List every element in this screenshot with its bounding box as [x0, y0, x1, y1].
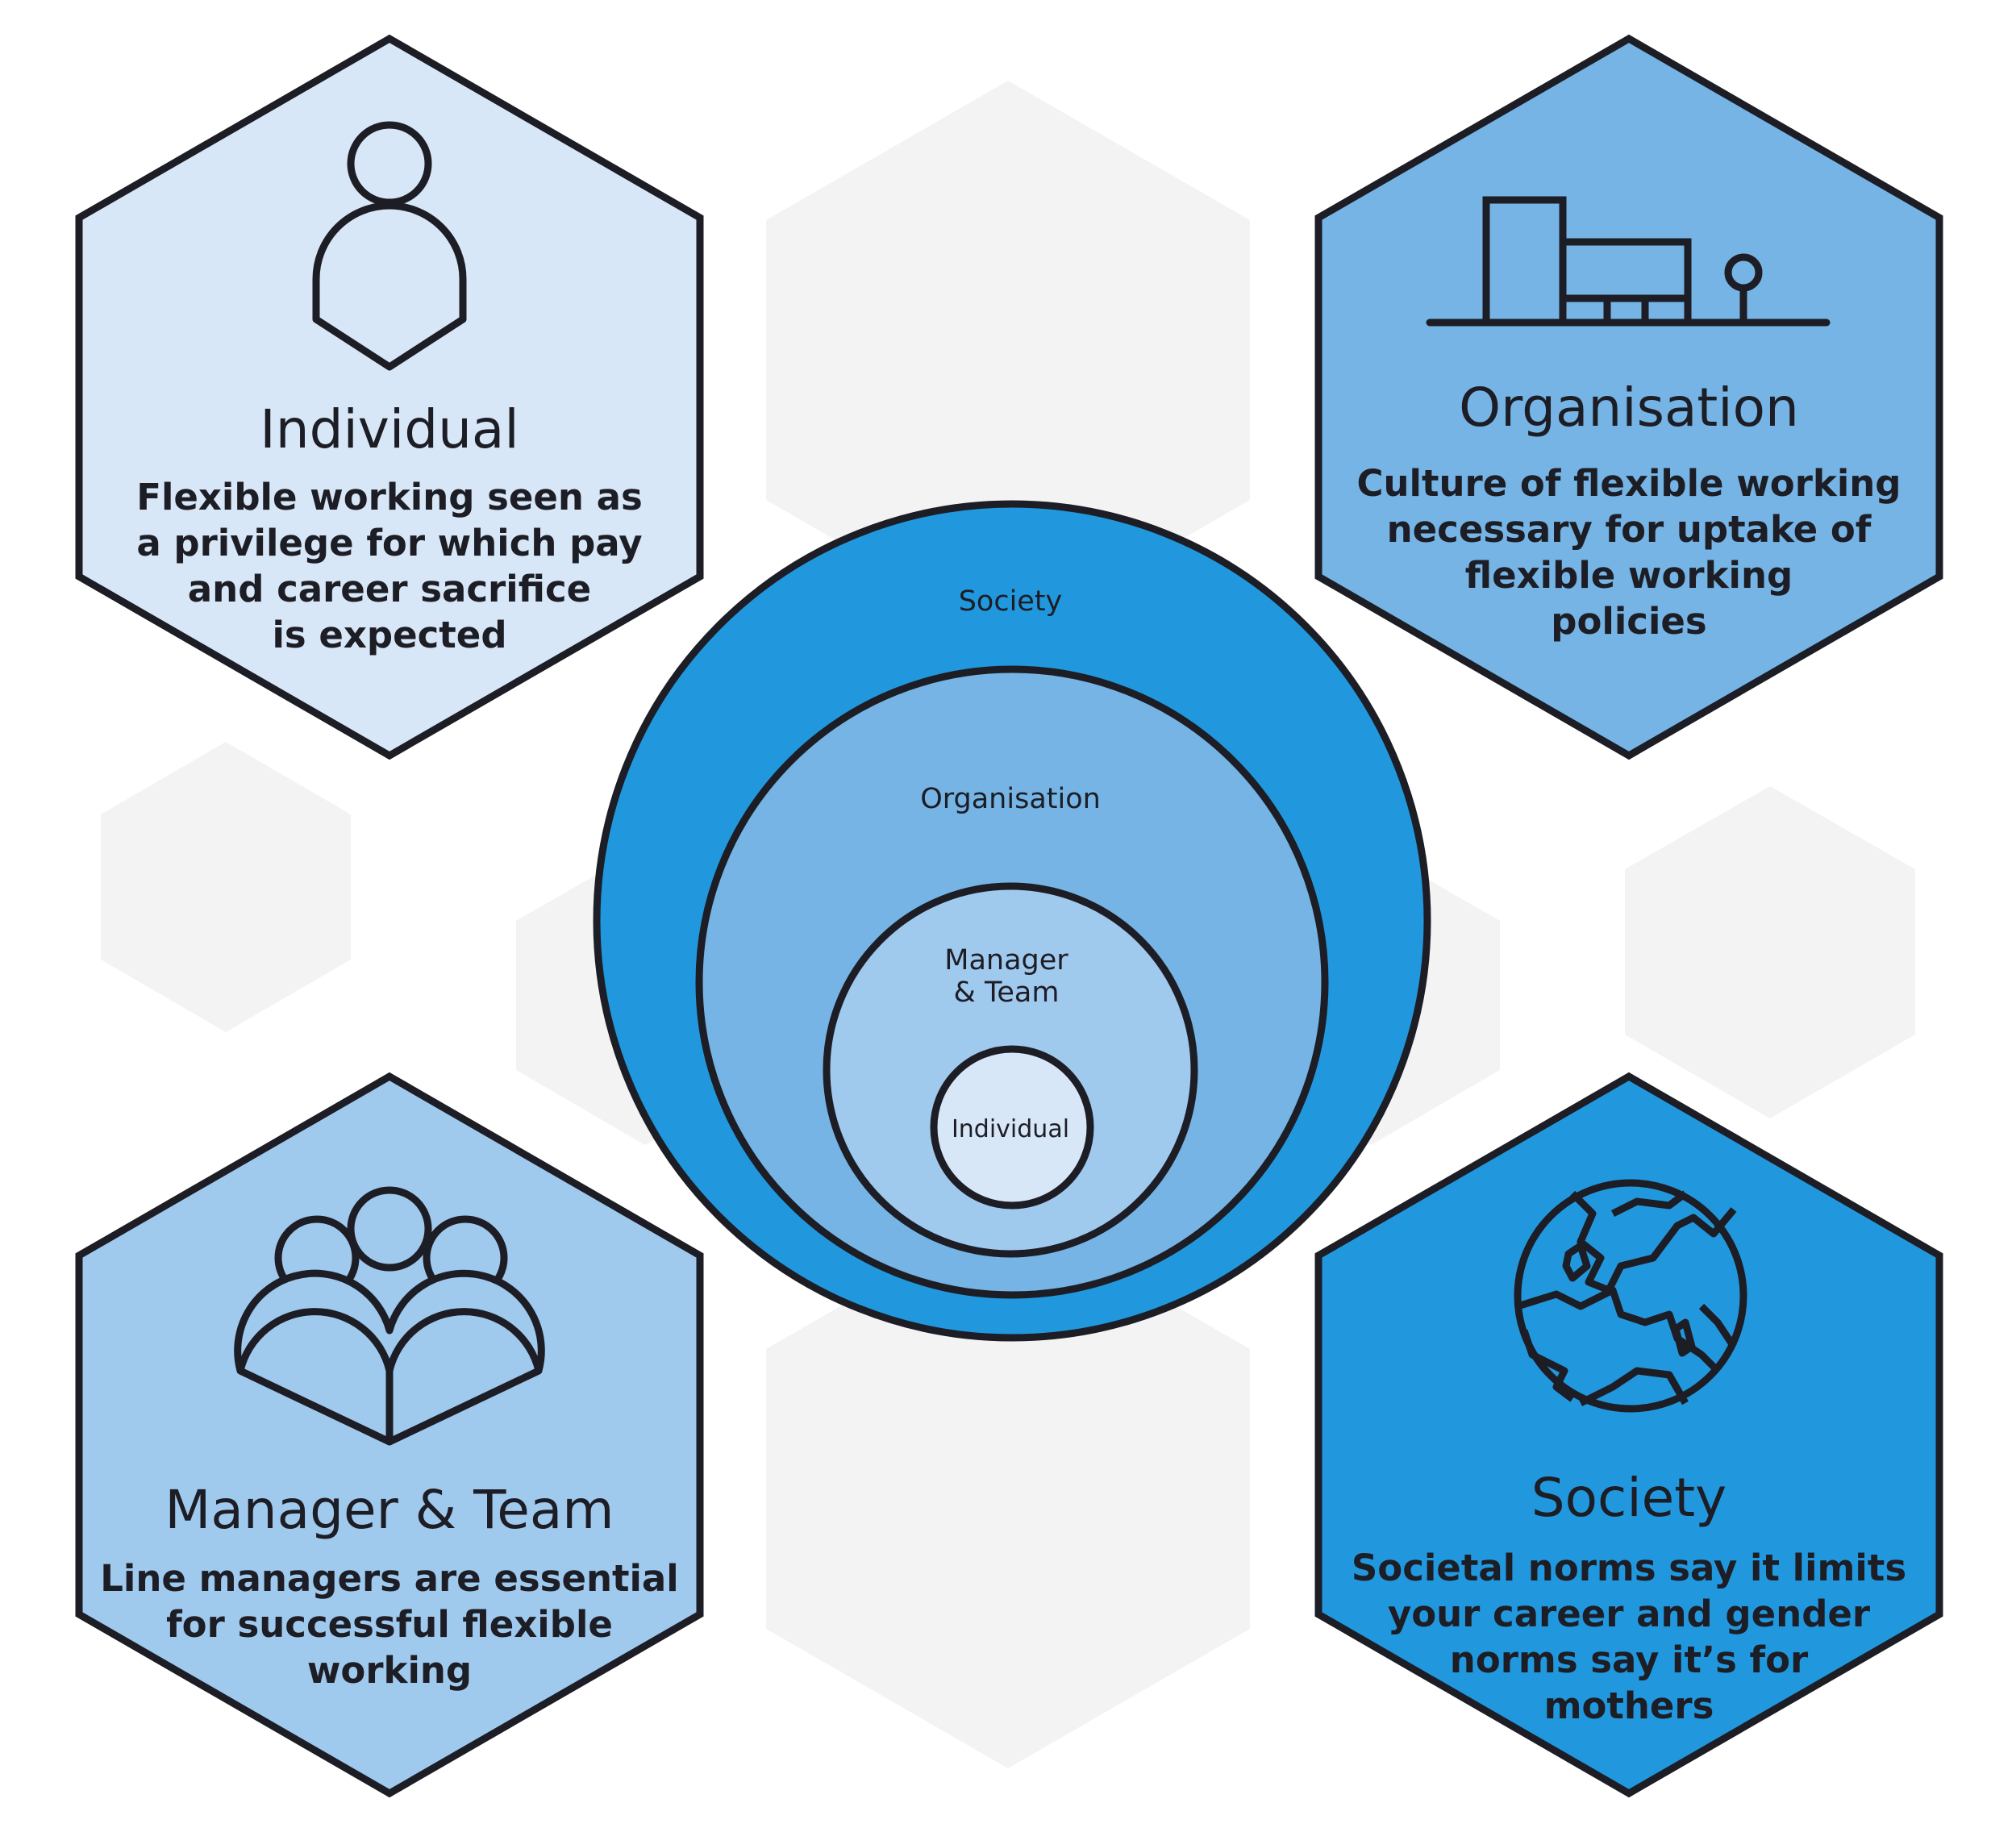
- hexagon-manager-team: Manager & Team Line managers are essenti…: [75, 1072, 704, 1798]
- hexagon-organisation-title: Organisation: [1459, 377, 1799, 439]
- hexagon-individual-line: is expected: [272, 614, 506, 656]
- bg-hexagon: [1625, 786, 1915, 1118]
- globe-icon: [1514, 1179, 1747, 1413]
- hexagon-individual-shape: [75, 34, 704, 760]
- hexagon-individual-line: Flexible working seen as: [136, 476, 643, 518]
- hexagon-organisation: Organisation Culture of flexible working…: [1314, 34, 1943, 760]
- hexagon-manager-team-line: for successful flexible: [166, 1603, 613, 1646]
- hexagon-society-line: mothers: [1544, 1684, 1714, 1727]
- hexagon-society-line: Societal norms say it limits: [1352, 1547, 1906, 1589]
- bg-hexagon: [766, 1210, 1250, 1768]
- hexagon-individual-title: Individual: [260, 398, 519, 460]
- hexagon-individual-line: a privilege for which pay: [136, 522, 642, 564]
- hexagon-society: Society Societal norms say it limits you…: [1314, 1072, 1943, 1798]
- group-icon: [234, 1186, 545, 1446]
- ring-manager-team-label: Manager: [944, 944, 1068, 976]
- ring-manager-team-label: & Team: [954, 976, 1060, 1009]
- bg-hexagon: [101, 742, 351, 1032]
- ring-organisation-label: Organisation: [920, 783, 1101, 815]
- hexagon-manager-team-title: Manager & Team: [165, 1479, 614, 1541]
- background-hexagons: [101, 81, 1915, 1768]
- hexagon-manager-team-line: working: [307, 1649, 472, 1692]
- person-icon: [312, 121, 467, 371]
- hexagon-organisation-line: necessary for uptake of: [1387, 508, 1872, 551]
- hexagon-society-line: your career and gender: [1388, 1593, 1871, 1635]
- building-icon: [1426, 196, 1831, 327]
- hexagon-individual: Individual Flexible working seen as a pr…: [75, 34, 704, 760]
- ring-individual-label: Individual: [952, 1115, 1069, 1143]
- hexagon-organisation-line: Culture of flexible working: [1357, 462, 1901, 505]
- hexagon-manager-team-line: Line managers are essential: [100, 1557, 678, 1600]
- ring-society-label: Society: [959, 585, 1063, 618]
- bg-hexagon: [766, 81, 1250, 639]
- nested-circles: Society Organisation Manager & Team Indi…: [593, 500, 1431, 1342]
- hexagon-society-shape: [1314, 1072, 1943, 1798]
- hexagon-society-title: Society: [1531, 1467, 1727, 1529]
- hexagon-society-line: norms say it’s for: [1450, 1639, 1809, 1681]
- ring-individual: [930, 1045, 1094, 1210]
- hexagon-organisation-shape: [1314, 34, 1943, 760]
- hexagon-individual-line: and career sacrifice: [188, 568, 591, 610]
- hexagon-organisation-line: flexible working: [1465, 554, 1793, 597]
- hexagon-organisation-line: policies: [1551, 600, 1706, 643]
